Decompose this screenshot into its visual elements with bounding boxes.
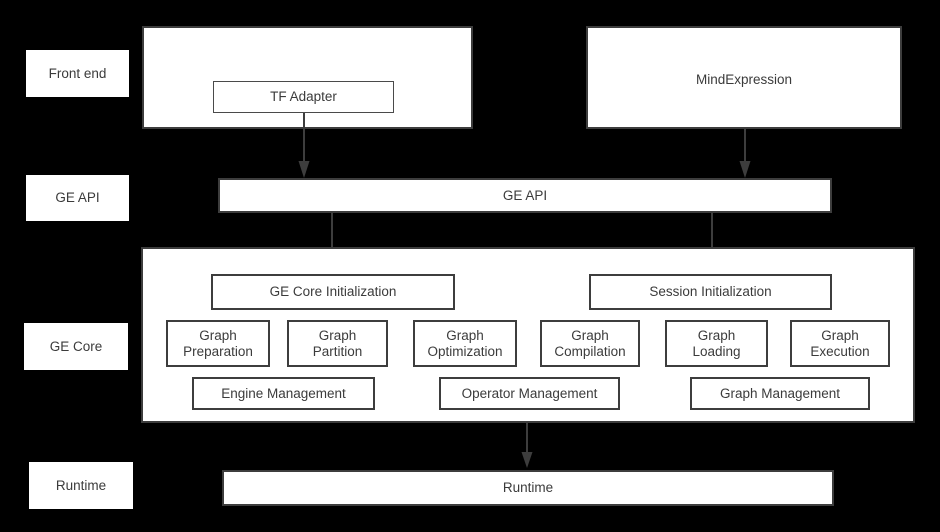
stage-label-ge-api-text: GE API <box>55 190 100 206</box>
graph-preparation-label: Graph Preparation <box>183 327 253 359</box>
stage-label-front-end-text: Front end <box>48 65 107 81</box>
graph-partition-label: Graph Partition <box>312 327 363 359</box>
graph-loading-box: Graph Loading <box>665 320 768 367</box>
stage-label-runtime-text: Runtime <box>55 477 107 493</box>
ge-core-initialization-box: GE Core Initialization <box>211 274 455 310</box>
graph-compilation-box: Graph Compilation <box>540 320 640 367</box>
engine-management-box: Engine Management <box>192 377 375 410</box>
graph-management-box: Graph Management <box>690 377 870 410</box>
runtime-bar-label: Runtime <box>502 480 554 496</box>
engine-management-label: Engine Management <box>221 385 346 401</box>
tf-adapter-box: TF Adapter <box>213 81 394 113</box>
tf-adapter-label: TF Adapter <box>270 89 337 105</box>
operator-management-box: Operator Management <box>439 377 620 410</box>
arrow-tf-adapter-to-ge-api <box>298 113 312 179</box>
stage-label-front-end: Front end <box>26 50 129 97</box>
graph-loading-label: Graph Loading <box>692 327 741 359</box>
session-initialization-label: Session Initialization <box>649 284 772 300</box>
stage-label-ge-api: GE API <box>26 175 129 221</box>
graph-management-label: Graph Management <box>719 385 841 401</box>
stage-label-ge-core-text: GE Core <box>49 338 103 354</box>
arrow-mindexpression-to-ge-api <box>739 129 753 179</box>
graph-compilation-label: Graph Compilation <box>554 327 626 359</box>
graph-execution-box: Graph Execution <box>790 320 890 367</box>
graph-execution-label: Graph Execution <box>810 327 870 359</box>
graph-partition-box: Graph Partition <box>287 320 388 367</box>
graph-optimization-label: Graph Optimization <box>427 327 503 359</box>
stage-label-runtime: Runtime <box>29 462 133 509</box>
ge-core-initialization-label: GE Core Initialization <box>269 284 397 300</box>
graph-optimization-box: Graph Optimization <box>413 320 517 367</box>
ge-api-bar-label: GE API <box>502 187 548 203</box>
mindexpression-container: MindExpression <box>586 26 902 129</box>
session-initialization-box: Session Initialization <box>589 274 832 310</box>
ge-api-bar: GE API <box>218 178 832 213</box>
stage-label-ge-core: GE Core <box>24 323 128 370</box>
mindexpression-title: MindExpression <box>695 72 793 87</box>
runtime-bar: Runtime <box>222 470 834 506</box>
operator-management-label: Operator Management <box>461 385 598 401</box>
arrow-ge-core-to-runtime <box>521 423 535 469</box>
graph-preparation-box: Graph Preparation <box>166 320 270 367</box>
